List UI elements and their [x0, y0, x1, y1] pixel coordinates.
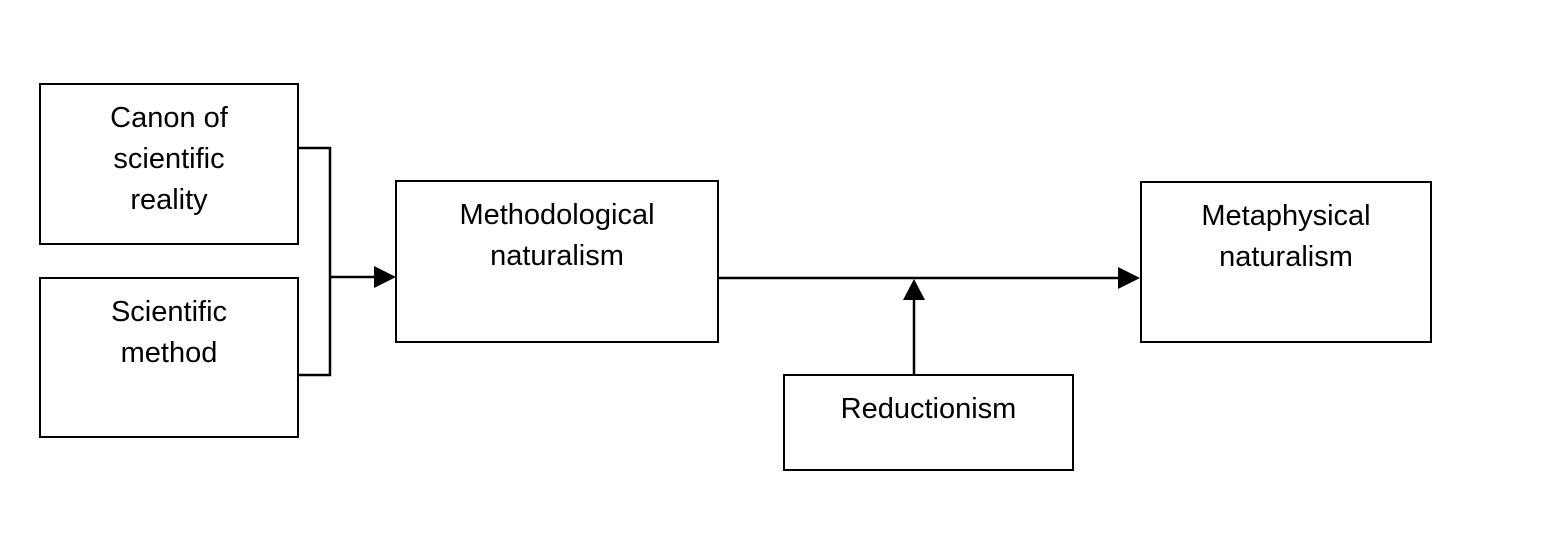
arrowhead-up-icon — [903, 279, 925, 300]
arrowhead-right-icon — [374, 266, 396, 288]
merge-bracket-connector — [299, 146, 332, 377]
arrow-methodological-to-metaphysical-naturalism — [719, 267, 1140, 289]
node-scientific-method: Scientific method — [39, 277, 299, 438]
node-canon-of-scientific-reality: Canon of scientific reality — [39, 83, 299, 245]
arrow-merge-to-methodological-naturalism — [330, 266, 396, 288]
node-methodological-naturalism: Methodological naturalism — [395, 180, 719, 343]
arrowhead-right-icon — [1118, 267, 1140, 289]
node-metaphysical-naturalism: Metaphysical naturalism — [1140, 181, 1432, 343]
arrow-reductionism-to-main-edge — [903, 279, 925, 375]
node-reductionism: Reductionism — [783, 374, 1074, 471]
